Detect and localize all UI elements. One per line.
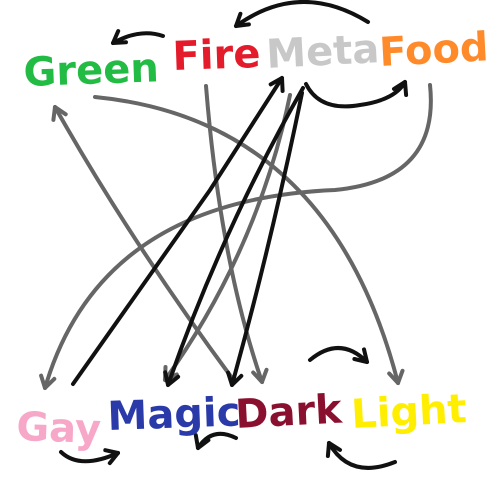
edge-line xyxy=(234,0,370,28)
arrowhead xyxy=(234,11,251,28)
edge-meta-to-food xyxy=(304,80,409,109)
node-light: Light xyxy=(350,386,468,438)
edge-dark-to-light xyxy=(308,346,369,364)
arrowhead xyxy=(352,347,369,364)
edge-food-to-meta xyxy=(234,0,370,28)
edge-line xyxy=(327,441,397,470)
edge-line xyxy=(308,346,369,364)
arrowhead xyxy=(325,441,342,458)
edge-meta-to-magic xyxy=(163,86,305,387)
edge-line xyxy=(59,450,120,464)
edge-fire-to-dark xyxy=(204,84,269,384)
edge-dark-to-magic xyxy=(193,431,238,450)
arrowhead xyxy=(163,370,181,387)
arrowhead xyxy=(111,29,128,45)
edge-gay-to-magic xyxy=(59,448,120,466)
edge-green-to-light xyxy=(93,95,405,385)
edge-dark-to-green xyxy=(51,105,234,380)
node-fire: Fire xyxy=(172,31,261,80)
edge-light-to-dark xyxy=(325,441,397,470)
edge-meta-to-dark xyxy=(226,91,304,387)
labels-layer: Green Fire Meta Food Gay Magic Dark Ligh… xyxy=(16,24,490,453)
arrowhead xyxy=(268,76,285,93)
edge-line xyxy=(71,76,284,386)
arrowhead xyxy=(226,370,244,387)
arrowhead xyxy=(392,80,409,97)
edge-line xyxy=(230,91,304,387)
edge-line xyxy=(304,80,407,109)
edges-layer xyxy=(39,0,433,470)
edge-line xyxy=(163,93,292,382)
arrowhead xyxy=(387,368,405,385)
edge-food-to-gay xyxy=(39,83,433,390)
edge-line xyxy=(204,84,264,384)
edge-line xyxy=(93,95,400,385)
node-green: Green xyxy=(23,45,160,96)
edge-gay-to-meta xyxy=(71,76,285,386)
node-dark: Dark xyxy=(234,386,344,438)
edge-line xyxy=(166,86,305,387)
node-magic: Magic xyxy=(107,389,241,440)
arrowhead xyxy=(103,448,120,466)
edge-line xyxy=(53,105,234,380)
arrowhead xyxy=(193,433,211,450)
arrowhead xyxy=(251,367,269,384)
node-gay: Gay xyxy=(16,404,102,453)
arrowhead xyxy=(51,105,68,122)
edge-fire-to-green xyxy=(111,29,165,45)
node-food: Food xyxy=(378,24,490,76)
node-meta: Meta xyxy=(265,26,380,78)
arrowhead xyxy=(39,373,57,390)
